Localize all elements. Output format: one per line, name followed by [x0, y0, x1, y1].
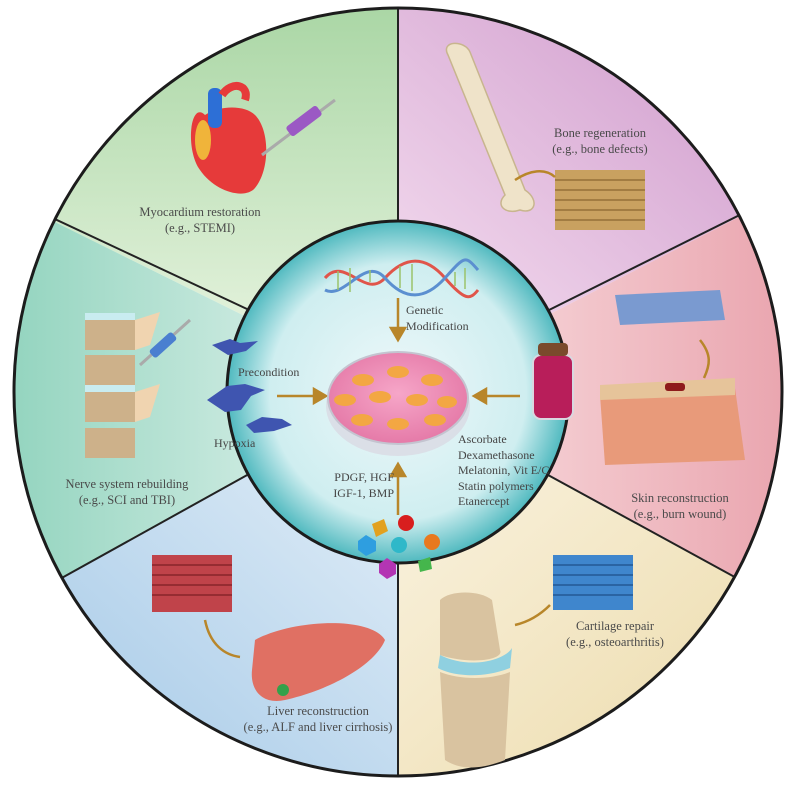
skin-arrow [699, 339, 710, 379]
growth-factors-line-1: PDGF, HGF [334, 470, 394, 484]
hypoxia-cells-icon [207, 339, 292, 433]
drug-item: Ascorbate [458, 432, 507, 446]
label-growth-factors: PDGF, HGF IGF-1, BMP [318, 470, 394, 501]
label-skin: Skin reconstruction (e.g., burn wound) [610, 490, 750, 522]
label-myocardium: Myocardium restoration (e.g., STEMI) [130, 204, 270, 236]
label-hypoxia: Hypoxia [214, 436, 256, 450]
drug-item: Melatonin, Vit E/C [458, 463, 550, 477]
drug-item: Etanercept [458, 494, 510, 508]
spine-icon [85, 312, 160, 458]
liver-arrow [203, 619, 241, 659]
center-arrows [277, 298, 520, 515]
drug-item: Statin polymers [458, 478, 534, 493]
segment-example: (e.g., SCI and TBI) [78, 493, 176, 507]
segment-example: (e.g., osteoarthritis) [566, 635, 664, 649]
segment-title: Skin reconstruction [631, 491, 729, 505]
cell-icon [334, 366, 457, 430]
spine-syringe-icon [138, 318, 192, 367]
liver-icon [251, 623, 385, 701]
knee-joint-icon [438, 592, 512, 768]
heart-icon [190, 82, 267, 194]
label-precondition: Precondition [238, 365, 300, 379]
liver-scaffold-icon [152, 555, 232, 612]
segment-example: (e.g., bone defects) [552, 142, 648, 156]
segment-nerve [14, 170, 398, 640]
growth-factors-line-2: IGF-1, BMP [333, 485, 394, 500]
segment-title: Liver reconstruction [267, 704, 369, 718]
scaffold-icon [555, 170, 645, 230]
petri-dish-icon [326, 351, 470, 456]
cartilage-arrow [514, 604, 551, 627]
segment-title: Myocardium restoration [139, 205, 261, 219]
vial-icon [532, 343, 574, 420]
outer-ring [12, 6, 784, 778]
growth-factor-beads-icon [358, 515, 440, 579]
bone-icon [445, 42, 535, 212]
skin-patch-icon [615, 290, 725, 325]
label-drugs: Ascorbate Dexamethasone Melatonin, Vit E… [458, 432, 549, 510]
segment-example: (e.g., ALF and liver cirrhosis) [243, 720, 393, 734]
skin-block-icon [600, 378, 745, 465]
syringe-icon [261, 98, 336, 157]
segment-example: (e.g., STEMI) [164, 221, 236, 235]
segment-title: Cartilage repair [575, 619, 655, 633]
label-cartilage: Cartilage repair (e.g., osteoarthritis) [545, 618, 685, 650]
genetic-line-1: Genetic [406, 303, 444, 317]
cartilage-scaffold-icon [553, 555, 633, 610]
label-genetic-modification: Genetic Modification [406, 303, 469, 334]
segment-title: Bone regeneration [554, 126, 646, 140]
dna-icon [323, 258, 480, 299]
genetic-line-2: Modification [406, 318, 469, 333]
label-bone: Bone regeneration (e.g., bone defects) [530, 125, 670, 157]
segment-example: (e.g., burn wound) [633, 507, 727, 521]
label-liver: Liver reconstruction (e.g., ALF and live… [228, 703, 408, 735]
bone-arrow [514, 170, 556, 182]
label-nerve: Nerve system rebuilding (e.g., SCI and T… [52, 476, 202, 508]
segment-title: Nerve system rebuilding [65, 477, 189, 491]
drug-item: Dexamethasone [458, 447, 535, 462]
